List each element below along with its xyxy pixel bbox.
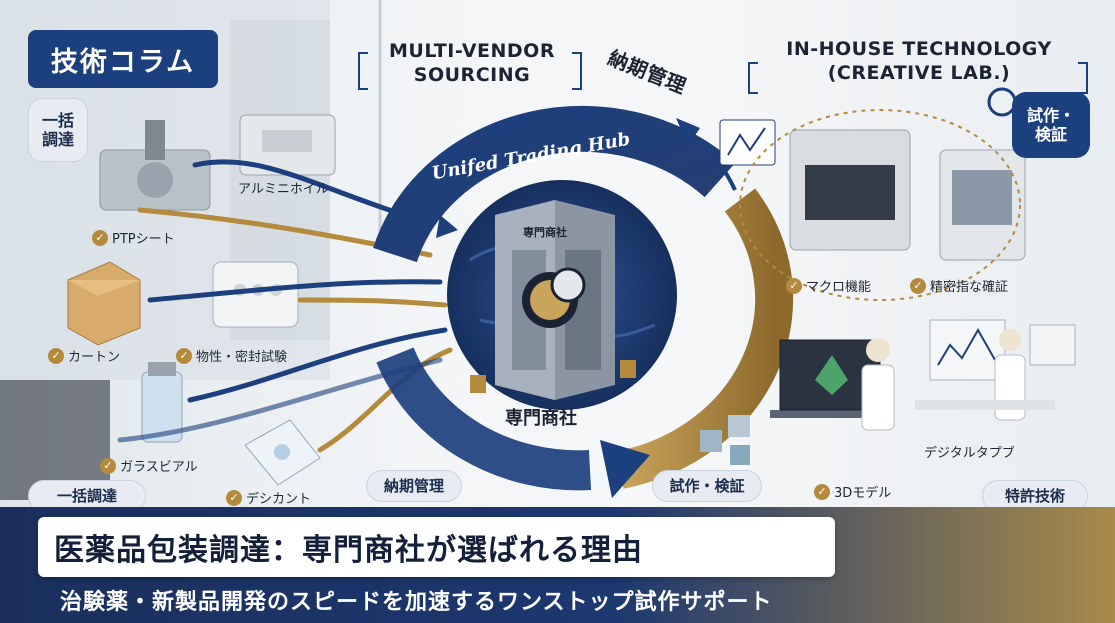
check-icon: ✓ xyxy=(226,489,242,506)
check-icon: ✓ xyxy=(910,277,926,294)
trading-building xyxy=(470,200,636,400)
label-3d-model: ✓3Dモデル xyxy=(814,482,891,501)
hub-label: 専門商社 xyxy=(505,408,577,429)
check-icon: ✓ xyxy=(48,347,64,364)
label-seal-test: ✓物性・密封試験 xyxy=(176,346,287,365)
bulk-procurement-tag-top: 一括 調達 xyxy=(28,98,88,162)
desiccant-illustration xyxy=(244,419,321,486)
label-precise: ✓精密指な確証 xyxy=(910,276,1008,295)
label-carton: ✓カートン xyxy=(48,346,120,365)
chart-icon xyxy=(719,119,776,166)
building-sign: 専門商社 xyxy=(523,226,567,239)
trial-verify-tag: 試作・ 検証 xyxy=(1012,92,1090,158)
mold-illustration xyxy=(99,120,211,211)
cubes-illustration xyxy=(700,415,750,465)
trial-verify-bottom: 試作・検証 xyxy=(652,470,762,502)
check-icon: ✓ xyxy=(100,457,116,474)
workstation-3d xyxy=(770,338,895,431)
check-icon: ✓ xyxy=(176,347,192,364)
label-glass-vial: ✓ガラスビアル xyxy=(100,456,198,475)
label-ptp-sheet: ✓PTPシート xyxy=(92,228,175,247)
lab-machine-1 xyxy=(789,129,911,251)
bracket-right xyxy=(572,52,582,90)
check-icon: ✓ xyxy=(92,229,108,246)
label-aluminum-foil: アルミニホイル xyxy=(238,182,329,197)
bracket-left-right xyxy=(748,62,758,94)
title-box: 医薬品包装調達：専門商社が選ばれる理由 xyxy=(38,517,835,577)
label-macro: ✓マクロ機能 xyxy=(786,276,871,295)
column-badge: 技術コラム xyxy=(28,30,218,88)
bracket-left xyxy=(358,52,368,90)
label-digital-tap: デジタルタプブ xyxy=(924,446,1015,461)
bulk-procurement-tag-bottom: 一括調達 xyxy=(28,480,146,512)
hub-ring xyxy=(373,105,794,498)
workstation-digital xyxy=(915,319,1076,421)
check-icon: ✓ xyxy=(786,277,802,294)
patent-tag: 特許技術 xyxy=(982,480,1088,512)
page-subtitle: 治験薬・新製品開発のスピードを加速するワンストップ試作サポート xyxy=(60,590,773,615)
label-desiccant: ✓デシカント xyxy=(226,488,311,507)
carton-illustration xyxy=(67,261,141,346)
lab-machine-2 xyxy=(939,149,1026,261)
inhouse-heading: IN-HOUSE TECHNOLOGY (CREATIVE LAB.) xyxy=(786,38,1052,84)
vial-illustration xyxy=(141,362,183,443)
bracket-right-right xyxy=(1078,62,1088,94)
aluminum-foil-illustration xyxy=(239,114,336,176)
delivery-mgmt-bottom: 納期管理 xyxy=(366,470,462,502)
check-icon: ✓ xyxy=(814,483,830,500)
sourcing-heading: MULTI-VENDOR SOURCING xyxy=(389,40,555,86)
page-title: 医薬品包装調達：専門商社が選ばれる理由 xyxy=(54,533,643,568)
